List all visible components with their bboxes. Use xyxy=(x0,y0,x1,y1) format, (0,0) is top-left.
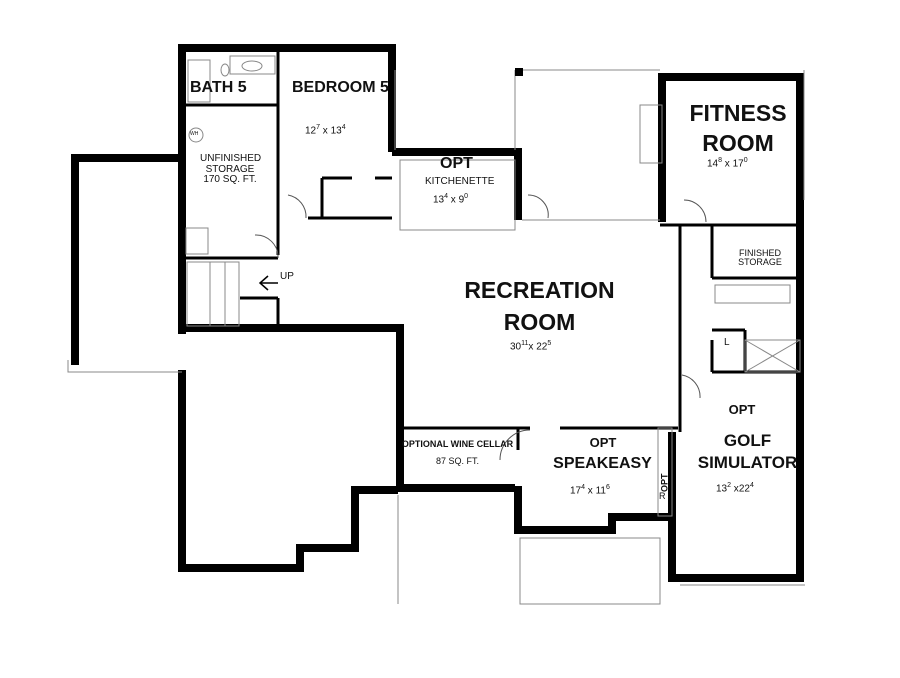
room-label-wine-cellar: OPTIONAL WINE CELLAR xyxy=(401,439,514,449)
recreation-dimensions: 3011x 225 xyxy=(510,340,552,353)
room-label-recreation: RECREATION ROOM xyxy=(462,274,617,338)
room-label-fitness: FITNESS ROOM xyxy=(688,98,788,158)
fridge-opt: OPT xyxy=(659,473,670,492)
laundry-label: L xyxy=(724,337,730,348)
fitness-name1: FITNESS xyxy=(689,100,787,126)
recreation-name2: ROOM xyxy=(503,309,576,335)
storage-name2: STORAGE xyxy=(205,163,255,175)
finished-storage-name2: STORAGE xyxy=(738,257,782,268)
speakeasy-dimensions: 174 x 116 xyxy=(570,484,610,497)
kitchenette-opt: OPT xyxy=(440,155,473,172)
fitness-name2: ROOM xyxy=(702,130,774,156)
arrow-up-icon xyxy=(258,275,278,291)
bedroom5-dimensions: 127 x 134 xyxy=(305,124,346,137)
golf-name1: GOLF xyxy=(723,431,772,450)
water-heater-label: WH xyxy=(190,131,199,137)
room-label-bath5: BATH 5 xyxy=(190,79,247,96)
storage-area: 170 SQ. FT. xyxy=(203,174,257,185)
exterior-walls xyxy=(71,44,804,582)
kitchenette-dimensions: 134 x 90 xyxy=(433,193,469,206)
golf-opt: OPT xyxy=(728,402,756,417)
wine-cellar-area: 87 SQ. FT. xyxy=(435,456,479,466)
fixtures-and-outlines xyxy=(67,55,805,605)
column xyxy=(515,68,523,76)
storage-name1: UNFINISHED xyxy=(200,153,262,164)
fridge-label: R xyxy=(659,491,666,501)
speakeasy-opt: OPT xyxy=(589,435,617,450)
room-label-golf-simulator: GOLF SIMULATOR xyxy=(690,430,805,474)
stairs-up-label: UP xyxy=(280,271,294,282)
fitness-dimensions: 148 x 170 xyxy=(707,157,748,170)
finished-storage-name1: FINISHED xyxy=(738,248,781,258)
recreation-name1: RECREATION xyxy=(464,277,615,303)
room-label-bedroom5: BEDROOM 5 xyxy=(292,79,389,96)
room-label-kitchenette: KITCHENETTE xyxy=(425,176,495,187)
room-label-speakeasy: SPEAKEASY xyxy=(553,455,652,472)
golf-name2: SIMULATOR xyxy=(697,453,798,472)
door-swings xyxy=(254,194,707,461)
golf-dimensions: 132 x224 xyxy=(716,482,754,495)
